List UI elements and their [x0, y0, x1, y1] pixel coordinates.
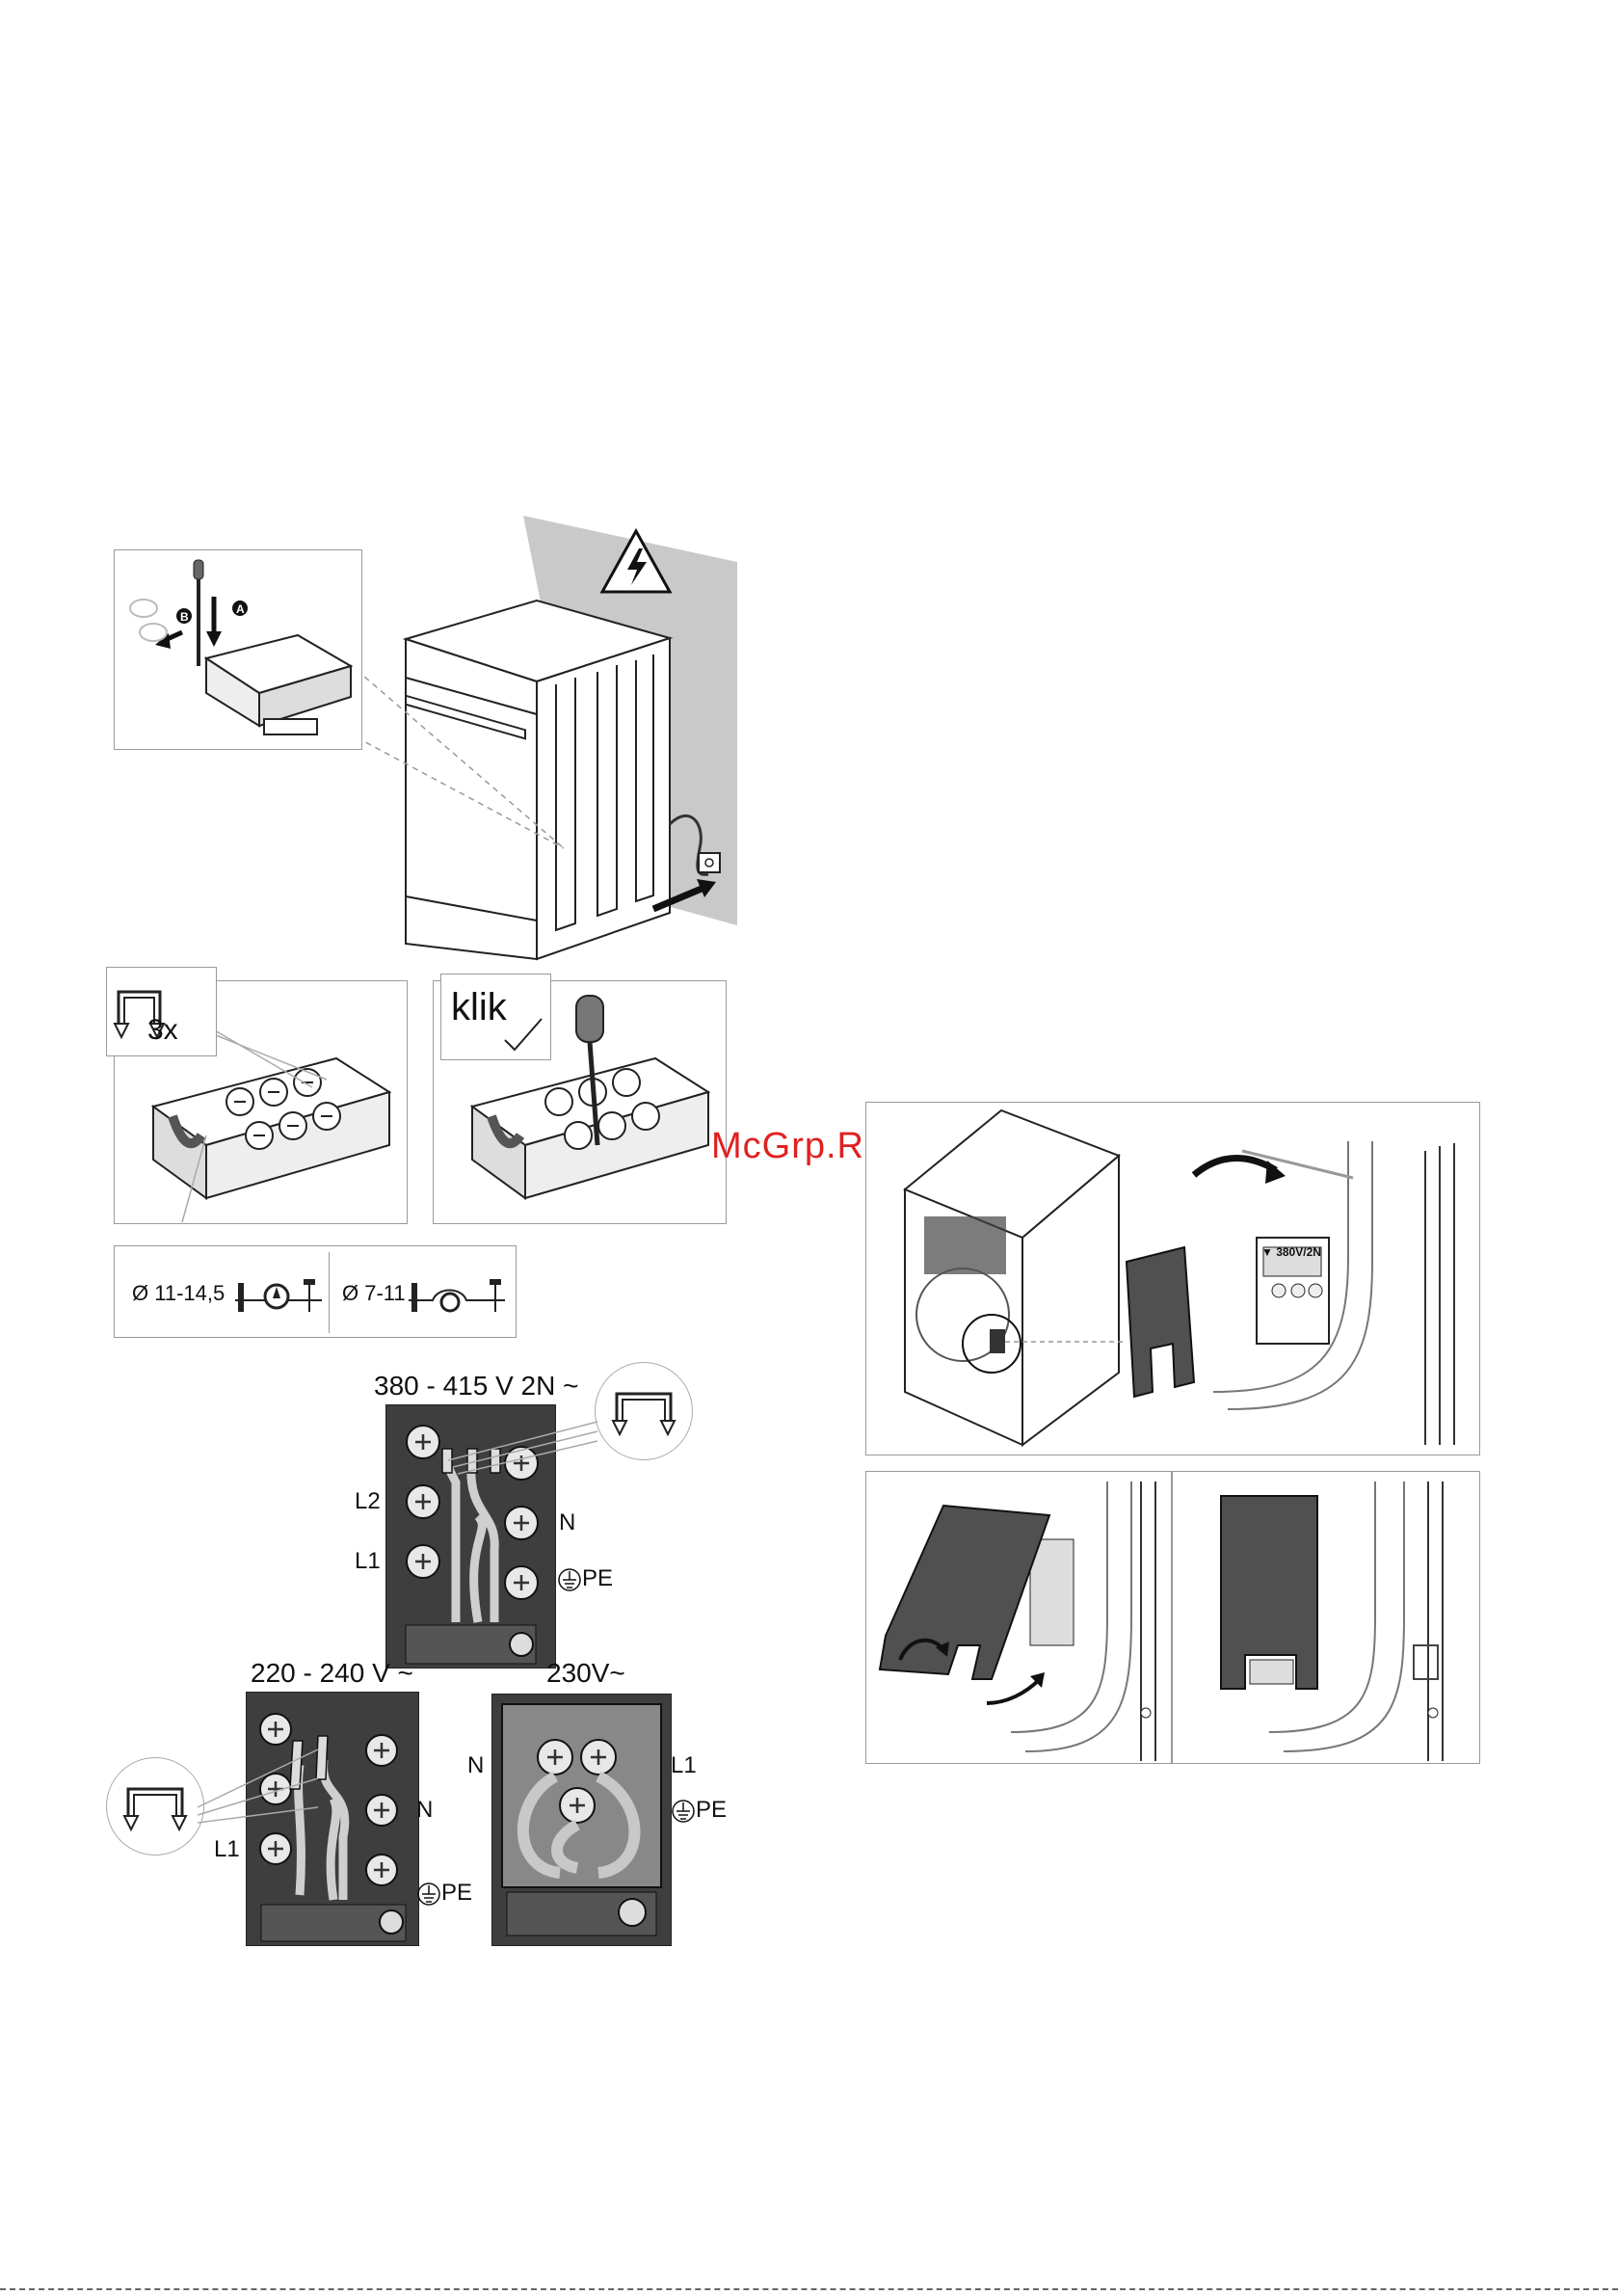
- small-cable-clamp-icon: [404, 1269, 510, 1318]
- wiring-230-n: N: [467, 1752, 484, 1779]
- wiring-380-n: N: [559, 1509, 575, 1536]
- earth-ground-icon: [671, 1799, 696, 1824]
- wiring-380-l1: L1: [355, 1548, 381, 1575]
- cover-voltage-tag: ▼ 380V/2N: [1261, 1245, 1321, 1259]
- cover-installed-drawing: [1173, 1472, 1480, 1764]
- magnifier-lines-220: [193, 1740, 328, 1846]
- wiring-230-l1: L1: [671, 1752, 697, 1779]
- large-cable-clamp-icon: [230, 1269, 327, 1318]
- wiring-230-drawing: [492, 1695, 671, 1945]
- bridge-count-label: 3x: [147, 1014, 178, 1047]
- checkmark-icon: [499, 1015, 547, 1054]
- bridge-count-box: 3x: [106, 967, 217, 1056]
- wiring-220-pe: PE: [441, 1880, 472, 1907]
- wiring-230-block: [491, 1694, 672, 1946]
- cover-hinge-drawing: [866, 1472, 1172, 1764]
- page-bottom-rule: [0, 2288, 1618, 2290]
- watermark: McGrp.Ru: [711, 1126, 886, 1167]
- cover-removal-panel: ▼ 380V/2N: [865, 1102, 1480, 1455]
- terminal-cover-plate: [1127, 1247, 1194, 1397]
- magnifier-lines-380: [424, 1407, 617, 1484]
- wiring-230-pe: PE: [696, 1797, 727, 1824]
- cover-installed-panel: [1172, 1471, 1480, 1764]
- wiring-380-l2: L2: [355, 1488, 381, 1515]
- klik-label-box: klik: [440, 974, 551, 1060]
- svg-text:B: B: [180, 610, 189, 624]
- svg-text:A: A: [236, 602, 245, 616]
- terminal-box-detail-panel: A B: [114, 549, 362, 750]
- cable-diameter-large: Ø 11-14,5: [132, 1281, 225, 1306]
- wiring-220-heading: 220 - 240 V ~: [251, 1658, 413, 1689]
- cable-diameter-small: Ø 7-11: [342, 1281, 406, 1306]
- cover-hinge-panel: [865, 1471, 1172, 1764]
- bridge-magnifier-220: [106, 1757, 204, 1855]
- terminal-box-opening-drawing: A B: [115, 550, 362, 750]
- bridge-icon: [107, 1758, 203, 1855]
- earth-ground-icon: [557, 1567, 582, 1592]
- wiring-220-n: N: [416, 1797, 433, 1824]
- cable-diameter-panel: Ø 11-14,5 Ø 7-11: [114, 1245, 517, 1338]
- wiring-380-heading: 380 - 415 V 2N ~: [374, 1371, 578, 1402]
- wiring-380-pe: PE: [582, 1565, 613, 1592]
- earth-ground-icon: [416, 1882, 441, 1907]
- wiring-230-heading: 230V~: [546, 1658, 625, 1689]
- cable-divider: [329, 1252, 330, 1333]
- cooker-rear-cover-drawing: [866, 1103, 1480, 1455]
